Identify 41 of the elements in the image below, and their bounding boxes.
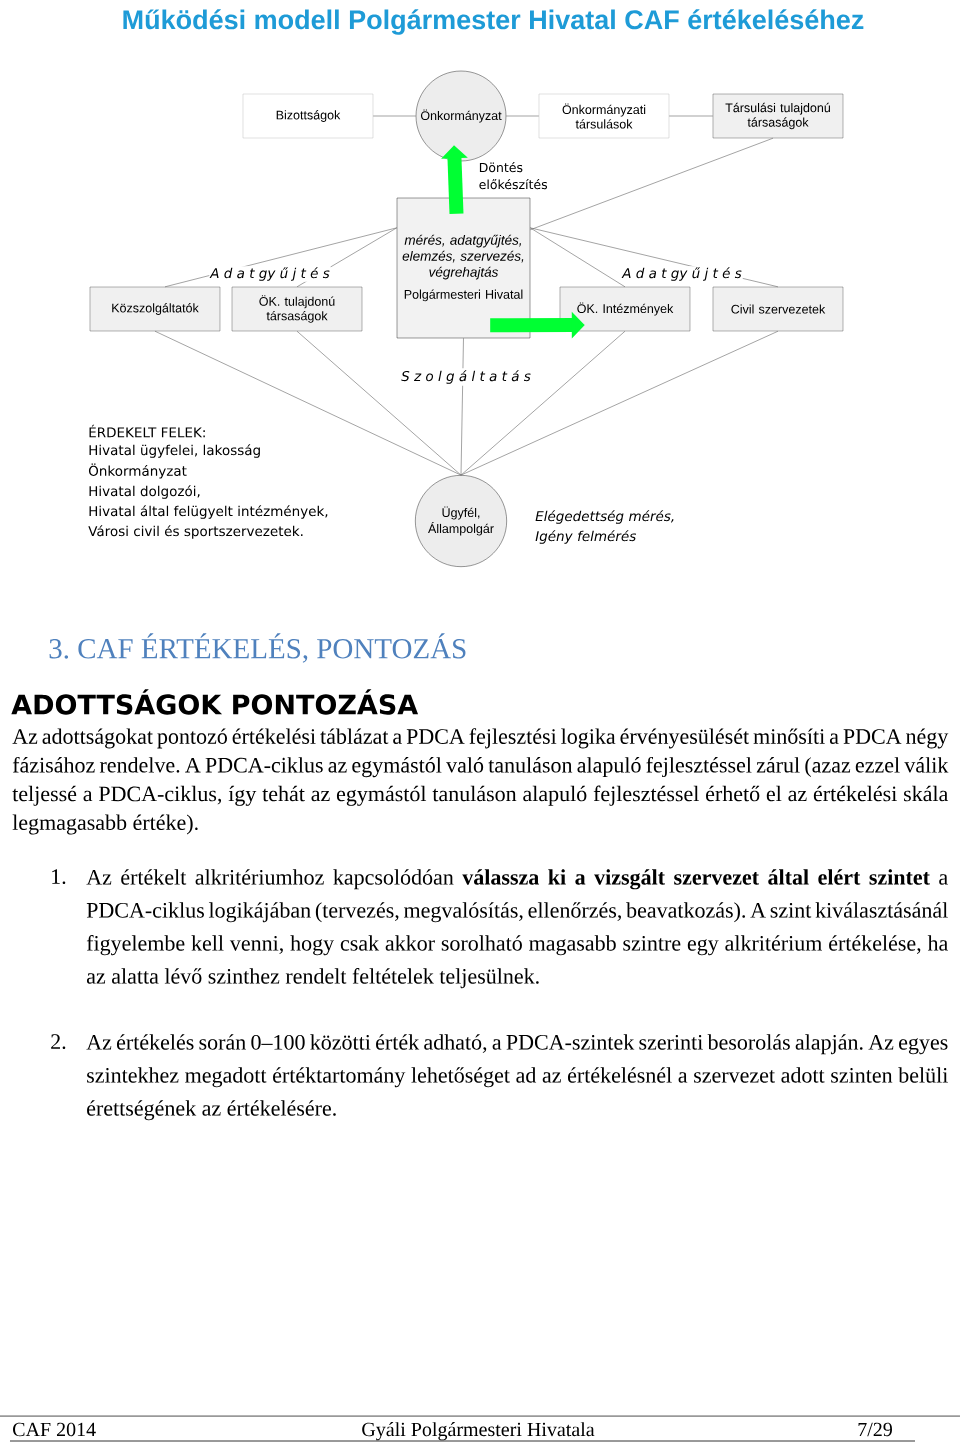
footer-text: Gyáli Polgármesteri Hivatala <box>362 1422 595 1441</box>
org-box: Civil szervezetek <box>712 286 844 332</box>
stakeholder-text: Hivatal által felügyelt intézmények, <box>89 505 328 519</box>
list-number: 1. <box>52 869 66 885</box>
connector-line <box>505 115 540 117</box>
paragraph: Az adottságokat pontozó értékelési táblázat a PDCA fejlesztési logika érvényesülését minősíti a PDCA négy fázisához rendelve. A PDCA-ciklus az egymástól való tanuláson alapuló fejlesztéssel zárul (azaz ezzel válik teljessé a PDCA-ciklus, így tehát az egymástól tanuláson alapuló fejlesztéssel érhető el az értékelési skála legmagasabb értéke). <box>12 728 949 835</box>
title: Működési modell Polgármester Hivatal CAF értékeléséhez <box>123 9 864 35</box>
connector-line <box>529 227 626 288</box>
org-box: ÖK. Intézmények <box>559 286 691 332</box>
office-box: mérés, adatgyűjtés, elemzés, szervezés, végrehajtás Polgármesteri Hivatal <box>396 197 531 339</box>
stakeholder-text: Városi civil és sportszervezetek. <box>88 525 303 539</box>
edge-label: S z o l g á l t a t á s <box>399 368 533 386</box>
stakeholder-text: Hivatal ügyfelei, lakosság <box>89 444 260 458</box>
connector-line <box>460 330 626 476</box>
edge-label: Döntés előkészítés <box>479 162 548 190</box>
connector-line <box>296 330 462 476</box>
org-box: Önkormányzati társulások <box>538 93 670 139</box>
org-box: ÖK. tulajdonú társaságok <box>231 286 363 332</box>
circle-node: Ügyfél, Állampolgár <box>415 475 507 567</box>
list-number: 2. <box>51 1034 66 1050</box>
org-box: Közszolgáltatók <box>89 286 221 332</box>
text-label: A d a t gy ű j t é s <box>209 266 331 282</box>
stakeholder-text: ÉRDEKELT FELEK: <box>89 424 205 438</box>
section-heading: 3. CAF ÉRTÉKELÉS, PONTOZÁS <box>49 633 466 663</box>
connector-line <box>668 115 714 117</box>
connector-line <box>460 330 779 476</box>
connector-line <box>154 330 462 476</box>
paragraph: Az értékelés során 0–100 közötti érték adható, a PDCA-szintek szerinti besorolás alapján. Az egyes szintekhez megadott értéktartomány lehetőséget ad az értékelésnél a szervezet adott szinten belüli érettségének az értékelésére. <box>86 1034 948 1121</box>
org-box: Társulási tulajdonú társaságok <box>712 93 844 139</box>
circle-node: Önkormányzat <box>415 70 507 162</box>
footer-text: CAF 2014 <box>13 1422 96 1437</box>
footer-text: 7/29 <box>858 1422 892 1437</box>
paragraph: Az értékelt alkritériumhoz kapcsolódóan válassza ki a vizsgált szervezet által elért szintet a PDCA-ciklus logikájában (tervezés, megvalósítás, ellenőrzés, beavatkozás). A szint kiválasztásánál figyelembe kell venni, hogy csak akkor sorolható magasabb szintre egy alkritérium értékelése, ha az alatta lévő szinthez rendelt feltételek teljesülnek. <box>86 869 948 989</box>
subheading: ADOTTSÁGOK PONTOZÁSA <box>11 689 419 715</box>
note-text: Elégedettség mérés, Igény felmérés <box>535 510 674 544</box>
stakeholder-text: Hivatal dolgozói, <box>89 485 200 499</box>
connector-line <box>372 115 417 117</box>
connector-line <box>529 137 774 231</box>
org-box: Bizottságok <box>242 93 374 139</box>
stakeholder-text: Önkormányzat <box>88 463 187 479</box>
text-label: A d a t gy ű j t é s <box>621 266 743 282</box>
